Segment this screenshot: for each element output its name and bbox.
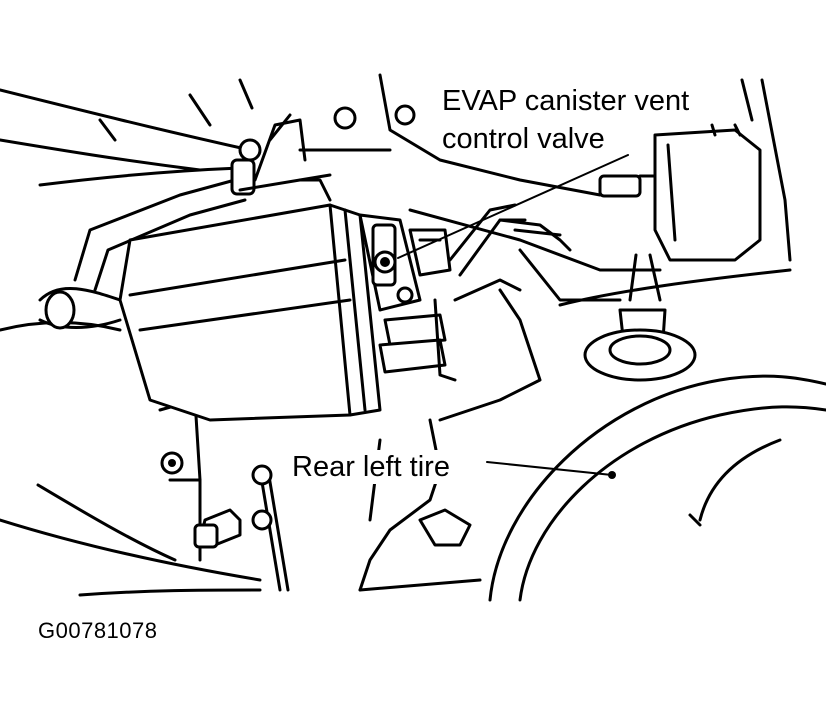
bracket-and-bolts [160, 104, 416, 549]
tire-leader-dot [608, 471, 616, 479]
hoses [38, 113, 307, 330]
evap-valve-label-line1: EVAP canister vent [440, 84, 692, 118]
rear-tire-label: Rear left tire [290, 450, 452, 484]
evap-leader-line [397, 154, 629, 259]
evap-valve-label-line2: control valve [440, 122, 607, 156]
rear-left-tire [418, 374, 826, 602]
leader-lines [397, 154, 629, 479]
body-structure [0, 73, 792, 597]
evap-canister [118, 173, 382, 422]
tire-leader-line [486, 461, 613, 476]
figure-id: G00781078 [38, 618, 158, 643]
vent-control-valve [358, 203, 572, 382]
shock-absorber [583, 78, 792, 382]
